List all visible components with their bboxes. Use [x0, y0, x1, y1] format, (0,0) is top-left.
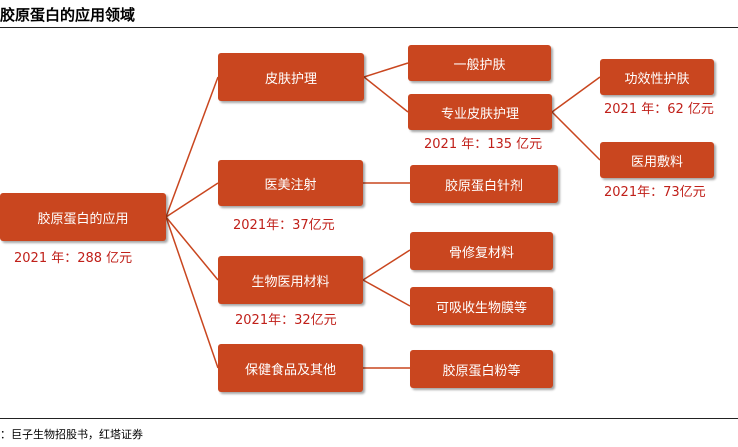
branch-health-food: 保健食品及其他 — [218, 344, 363, 392]
leaf-medical-dressing-label: 医用敷料 — [630, 154, 683, 170]
connector-root-biomedical — [165, 216, 219, 281]
branch-aesthetic-injection-value: 2021年：37亿元 — [233, 218, 335, 233]
leaf-bone-repair-label: 骨修复材料 — [448, 245, 514, 261]
bottom-divider — [0, 418, 738, 419]
connector-pro-dressing — [551, 111, 601, 161]
branch-biomedical-materials-value: 2021年：32亿元 — [235, 313, 337, 328]
branch-aesthetic-injection-label: 医美注射 — [264, 177, 317, 193]
leaf-collagen-powder-label: 胶原蛋白粉等 — [442, 363, 521, 379]
leaf-absorbable-membrane: 可吸收生物膜等 — [410, 287, 553, 325]
connector-skin-general — [363, 62, 409, 78]
connector-root-skin — [165, 76, 219, 218]
leaf-medical-dressing-value: 2021年：73亿元 — [604, 185, 706, 200]
connector-skin-pro — [363, 76, 409, 113]
branch-aesthetic-injection: 医美注射 — [218, 160, 363, 206]
leaf-absorbable-membrane-label: 可吸收生物膜等 — [435, 300, 527, 316]
connector-bio-bone — [362, 249, 411, 281]
leaf-collagen-powder: 胶原蛋白粉等 — [410, 350, 553, 388]
connector-pro-functional — [551, 76, 601, 113]
connector-root-health-food — [165, 216, 219, 369]
leaf-professional-skin-care-value: 2021 年：135 亿元 — [424, 137, 543, 152]
leaf-general-skin-care: 一般护肤 — [408, 45, 551, 81]
leaf-functional-skin-care-label: 功效性护肤 — [624, 71, 690, 87]
leaf-professional-skin-care: 专业皮肤护理 — [408, 94, 552, 130]
branch-health-food-label: 保健食品及其他 — [244, 362, 336, 378]
leaf-collagen-agent-label: 胶原蛋白针剂 — [444, 178, 523, 194]
connector-root-aesthetic — [165, 182, 219, 218]
branch-skin-care: 皮肤护理 — [218, 53, 364, 101]
leaf-functional-skin-care-value: 2021 年：62 亿元 — [604, 102, 714, 117]
root-label: 胶原蛋白的应用 — [37, 211, 129, 227]
leaf-collagen-agent: 胶原蛋白针剂 — [410, 165, 558, 203]
leaf-functional-skin-care: 功效性护肤 — [600, 59, 714, 95]
leaf-bone-repair: 骨修复材料 — [410, 232, 553, 270]
connector-bio-membrane — [362, 279, 411, 307]
branch-skin-care-label: 皮肤护理 — [264, 71, 317, 87]
source-note: ：巨子生物招股书，红塔证券 — [0, 428, 143, 441]
leaf-medical-dressing: 医用敷料 — [600, 142, 714, 178]
leaf-professional-skin-care-label: 专业皮肤护理 — [440, 106, 519, 122]
branch-biomedical-materials-label: 生物医用材料 — [251, 274, 330, 290]
leaf-general-skin-care-label: 一般护肤 — [453, 57, 506, 73]
branch-biomedical-materials: 生物医用材料 — [218, 256, 363, 304]
page-title: 胶原蛋白的应用领域 — [0, 6, 136, 24]
root-value: 2021 年：288 亿元 — [14, 251, 133, 266]
root-node: 胶原蛋白的应用 — [0, 193, 166, 241]
top-divider — [0, 27, 738, 28]
